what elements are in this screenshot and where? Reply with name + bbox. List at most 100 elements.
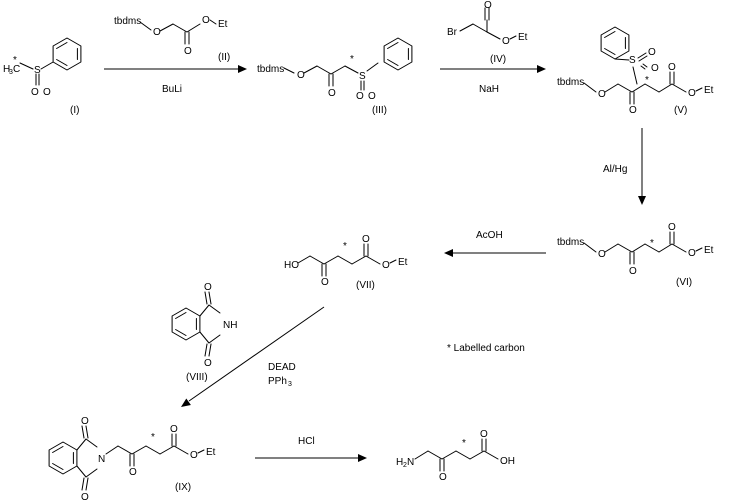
compound-label: (VII) bbox=[356, 280, 375, 291]
keto-oxygen: O bbox=[328, 88, 336, 99]
reagent-pph3: PPh bbox=[268, 376, 287, 387]
carbonyl-oxygen: O bbox=[204, 282, 212, 293]
compound-label: (VI) bbox=[676, 277, 692, 288]
compound-iii: tbdms O O * S O O (III) bbox=[257, 37, 413, 116]
keto-oxygen: O bbox=[129, 467, 137, 478]
ester-oxygen: O bbox=[202, 15, 210, 26]
reagent-acoh: AcOH bbox=[476, 230, 503, 241]
amine-h: H bbox=[396, 457, 403, 468]
label-marker: * bbox=[343, 241, 347, 252]
compound-label: (V) bbox=[674, 105, 687, 116]
keto-oxygen: O bbox=[629, 105, 637, 116]
reagent-dead: DEAD bbox=[268, 362, 296, 373]
imide-nh: NH bbox=[223, 320, 237, 331]
reagent-buli: BuLi bbox=[162, 84, 182, 95]
carbonyl-oxygen: O bbox=[81, 492, 89, 502]
ester-oxygen: O bbox=[382, 260, 390, 271]
reaction-arrow-1: BuLi bbox=[104, 65, 247, 95]
compound-label: (VIII) bbox=[186, 372, 208, 383]
label-marker: * bbox=[650, 238, 654, 249]
carbonyl-oxygen: O bbox=[668, 222, 676, 233]
reaction-arrow-6: HCl bbox=[255, 436, 367, 462]
tbdms-group: tbdms bbox=[114, 16, 141, 27]
label-marker: * bbox=[645, 75, 649, 86]
keto-oxygen: O bbox=[629, 266, 637, 277]
carbonyl-oxygen: O bbox=[204, 358, 212, 369]
sulfonyl-oxygen: O bbox=[31, 87, 39, 98]
product-aminolevulinic-acid: H 2 N O * O OH bbox=[396, 429, 515, 483]
hydroxyl-group: HO bbox=[284, 260, 299, 271]
benzene-ring bbox=[600, 26, 630, 60]
ethyl-group: Et bbox=[518, 32, 528, 43]
carbonyl-oxygen: O bbox=[170, 424, 178, 435]
compound-label: (I) bbox=[70, 105, 79, 116]
sulfur-atom: S bbox=[34, 65, 41, 76]
ch3-c: C bbox=[13, 64, 20, 75]
ethyl-group: Et bbox=[218, 19, 228, 30]
compound-label: (IV) bbox=[490, 54, 506, 65]
benzene-ring bbox=[383, 37, 413, 71]
sulfonyl-oxygen: O bbox=[43, 87, 51, 98]
label-marker: * bbox=[350, 54, 354, 65]
carbonyl-oxygen: O bbox=[484, 0, 492, 11]
compound-viii: O O NH (VIII) bbox=[171, 282, 237, 383]
compound-vi: tbdms O O * O O Et (VI) bbox=[557, 222, 714, 288]
ethyl-group: Et bbox=[206, 447, 216, 458]
compound-ii: tbdms O O O Et (II) bbox=[114, 15, 230, 63]
tbdms-group: tbdms bbox=[257, 64, 284, 75]
label-legend: * Labelled carbon bbox=[447, 343, 525, 354]
benzene-ring bbox=[52, 37, 82, 71]
ester-oxygen: O bbox=[688, 248, 696, 259]
acid-hydroxyl: OH bbox=[500, 456, 515, 467]
compound-label: (IX) bbox=[175, 482, 191, 493]
ester-oxygen: O bbox=[688, 88, 696, 99]
label-marker: * bbox=[462, 438, 466, 449]
ethyl-group: Et bbox=[704, 245, 714, 256]
sulfur-atom: S bbox=[359, 71, 366, 82]
compound-v: S O O tbdms O O * O O Et (V) bbox=[557, 26, 714, 116]
reaction-arrow-4: AcOH bbox=[444, 230, 546, 257]
reaction-arrow-2: NaH bbox=[440, 65, 546, 95]
reagent-nah: NaH bbox=[479, 84, 499, 95]
sulfonyl-oxygen: O bbox=[651, 63, 659, 74]
carbonyl-oxygen: O bbox=[81, 416, 89, 427]
compound-i: H 3 C * S O O (I) bbox=[3, 37, 82, 116]
sulfonyl-oxygen: O bbox=[356, 91, 364, 102]
acid-carbonyl-oxygen: O bbox=[480, 429, 488, 440]
ester-oxygen: O bbox=[502, 36, 510, 47]
label-marker: * bbox=[151, 432, 155, 443]
compound-ix: O O N O * O O Et (IX) bbox=[48, 416, 216, 502]
label-marker: * bbox=[13, 55, 17, 66]
ch3-subscript: 3 bbox=[9, 69, 13, 76]
ester-oxygen: O bbox=[190, 450, 198, 461]
imide-nitrogen: N bbox=[98, 454, 105, 465]
ch3-h: H bbox=[3, 64, 10, 75]
amine-subscript: 2 bbox=[403, 462, 407, 469]
ether-oxygen: O bbox=[598, 89, 606, 100]
carbonyl-oxygen: O bbox=[668, 62, 676, 73]
amine-n: N bbox=[407, 457, 414, 468]
compound-iv: Br O O Et (IV) bbox=[447, 0, 528, 65]
reagent-al-hg: Al/Hg bbox=[603, 164, 627, 175]
compound-vii: HO O * O O Et (VII) bbox=[284, 234, 408, 291]
sulfonyl-oxygen: O bbox=[368, 91, 376, 102]
ether-oxygen: O bbox=[297, 70, 305, 81]
compound-label: (III) bbox=[372, 105, 387, 116]
compound-label: (II) bbox=[218, 52, 230, 63]
tbdms-group: tbdms bbox=[557, 77, 584, 88]
pph3-subscript: 3 bbox=[288, 381, 292, 388]
tbdms-group: tbdms bbox=[557, 237, 584, 248]
sulfur-atom: S bbox=[629, 55, 636, 66]
ethyl-group: Et bbox=[398, 257, 408, 268]
carbonyl-oxygen: O bbox=[362, 234, 370, 245]
ether-oxygen: O bbox=[598, 249, 606, 260]
reaction-arrow-3: Al/Hg bbox=[603, 128, 646, 205]
keto-oxygen: O bbox=[439, 472, 447, 483]
sulfonyl-oxygen: O bbox=[648, 47, 656, 58]
benzene-ring bbox=[171, 307, 201, 341]
ether-oxygen: O bbox=[153, 27, 161, 38]
reaction-arrow-5: DEAD PPh 3 bbox=[181, 306, 325, 407]
keto-oxygen: O bbox=[321, 277, 329, 288]
reagent-hcl: HCl bbox=[298, 436, 315, 447]
